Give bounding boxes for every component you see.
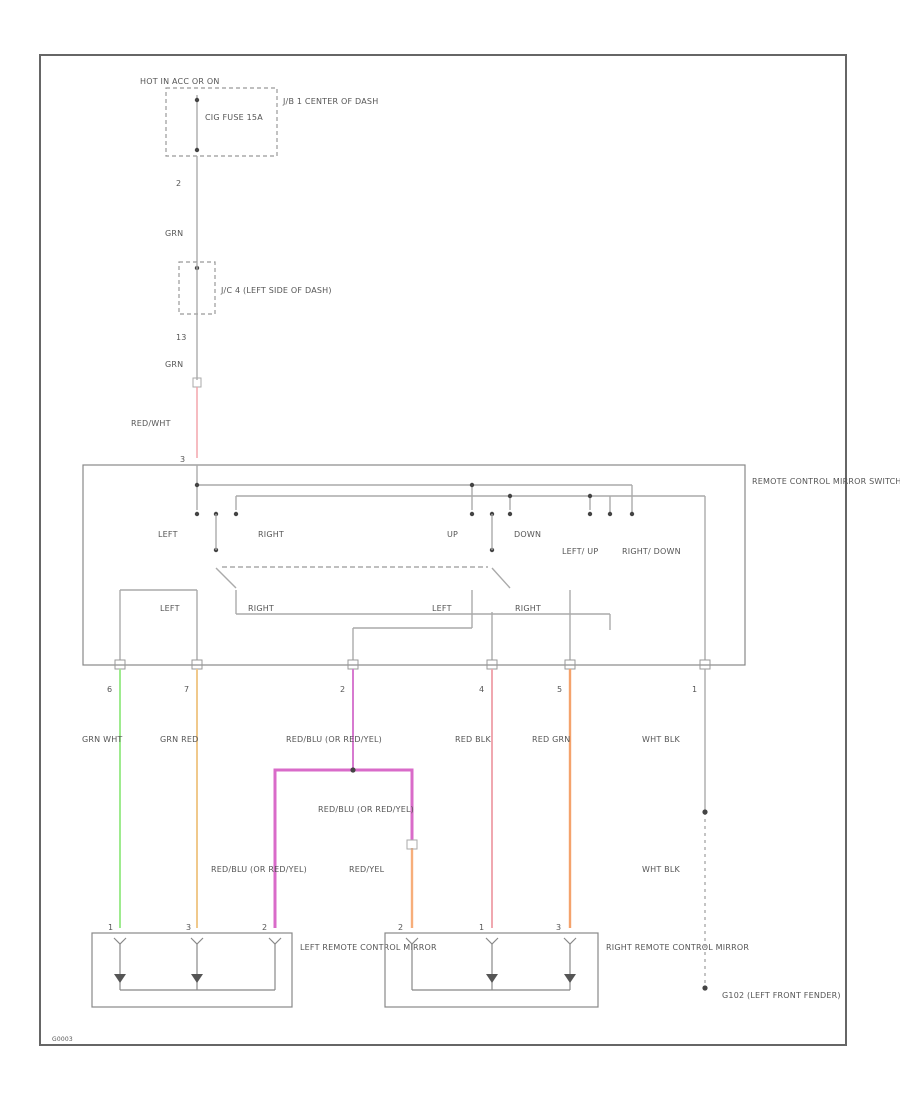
switch-pin-6: 6 (107, 685, 112, 694)
right-mirror-pin-3: 3 (556, 923, 561, 932)
wht-blk-label-2: WHT BLK (642, 865, 681, 874)
right-mirror-motor-circuit (405, 937, 577, 991)
right-mirror-box (384, 932, 599, 1008)
diagram-code: G0003 (52, 1036, 73, 1043)
switch-node-1 (194, 482, 200, 488)
switch-right-label: RIGHT (258, 530, 284, 539)
switch-left3-label: LEFT (432, 604, 452, 613)
mirror-switch-label: REMOTE CONTROL MIRROR SWITCH (752, 477, 900, 486)
switch-lever-left (215, 567, 237, 589)
left-mirror-box (91, 932, 293, 1008)
power-label: HOT IN ACC OR ON (140, 77, 220, 86)
sw-feed-pin-label: 3 (180, 455, 185, 464)
switch-right3-label: RIGHT (515, 604, 541, 613)
grn-wht-label: GRN WHT (82, 735, 123, 744)
right-mirror-pin-2: 2 (398, 923, 403, 932)
left-mirror-pin-3: 3 (186, 923, 191, 932)
fuse-label: CIG FUSE 15A (205, 113, 263, 122)
switch-pin-4: 4 (479, 685, 484, 694)
red-blu-wire-harness (273, 768, 414, 928)
red-blu-label-3: RED/BLU (OR RED/YEL) (211, 865, 307, 874)
switch-pin-5: 5 (557, 685, 562, 694)
jb1-label: J/B 1 CENTER OF DASH (282, 97, 378, 106)
switch-pin-1: 1 (692, 685, 697, 694)
left-mirror-motors (114, 974, 203, 983)
wht-blk-splice (702, 809, 708, 815)
switch-node-3 (507, 493, 513, 499)
switch-node-2 (469, 482, 475, 488)
fuse-bottom-terminal (194, 147, 200, 153)
left-mirror-label: LEFT REMOTE CONTROL MIRROR (300, 943, 437, 952)
right-mirror-motors (486, 974, 576, 983)
wht-blk-label-1: WHT BLK (642, 735, 681, 744)
fuse-top-terminal (194, 97, 200, 103)
red-blu-splice (350, 767, 356, 773)
jb-pin-label: 2 (176, 179, 181, 188)
switch-right-down-label: RIGHT/ DOWN (622, 547, 681, 556)
red-wht-label: RED/WHT (131, 419, 171, 428)
switch-left-up-label: LEFT/ UP (562, 547, 598, 556)
grn-red-label: GRN RED (160, 735, 198, 744)
left-mirror-pin-1: 1 (108, 923, 113, 932)
mirror-switch-box (82, 464, 746, 666)
switch-down-label: DOWN (514, 530, 541, 539)
switch-pin-2: 2 (340, 685, 345, 694)
grn-upper-label: GRN (165, 229, 183, 238)
switch-internal-wiring (196, 465, 706, 660)
left-mirror-pin-2: 2 (262, 923, 267, 932)
svg-text:J/B 1 CENTER OF DASH: J/B 1 CENTER OF DASH (282, 97, 378, 106)
red-yel-label: RED/YEL (349, 865, 385, 874)
red-blk-label: RED BLK (455, 735, 491, 744)
left-mirror-motor-circuit (113, 937, 282, 991)
diagram-frame (39, 54, 847, 1046)
switch-right2-label: RIGHT (248, 604, 274, 613)
right-mirror-pin-1: 1 (479, 923, 484, 932)
jc-pin-label: 13 (176, 333, 187, 342)
right-mirror-label: RIGHT REMOTE CONTROL MIRROR (606, 943, 749, 952)
ground-point (702, 985, 708, 991)
switch-node-4 (587, 493, 593, 499)
switch-lever-right (491, 567, 511, 589)
jb1-box (165, 87, 278, 157)
red-blu-label-1: RED/BLU (OR RED/YEL) (286, 735, 382, 744)
grn-lower-label: GRN (165, 360, 183, 369)
red-grn-label: RED GRN (532, 735, 570, 744)
inline-connector-lower (406, 839, 418, 850)
switch-up-label: UP (447, 530, 458, 539)
switch-left-label: LEFT (158, 530, 178, 539)
switch-contacts (194, 511, 635, 553)
switch-left2-label: LEFT (160, 604, 180, 613)
red-blu-label-2: RED/BLU (OR RED/YEL) (318, 805, 414, 814)
ground-label: G102 (LEFT FRONT FENDER) (722, 991, 841, 1000)
switch-pin-7: 7 (184, 685, 189, 694)
jc4-label: J/C 4 (LEFT SIDE OF DASH) (220, 286, 332, 295)
